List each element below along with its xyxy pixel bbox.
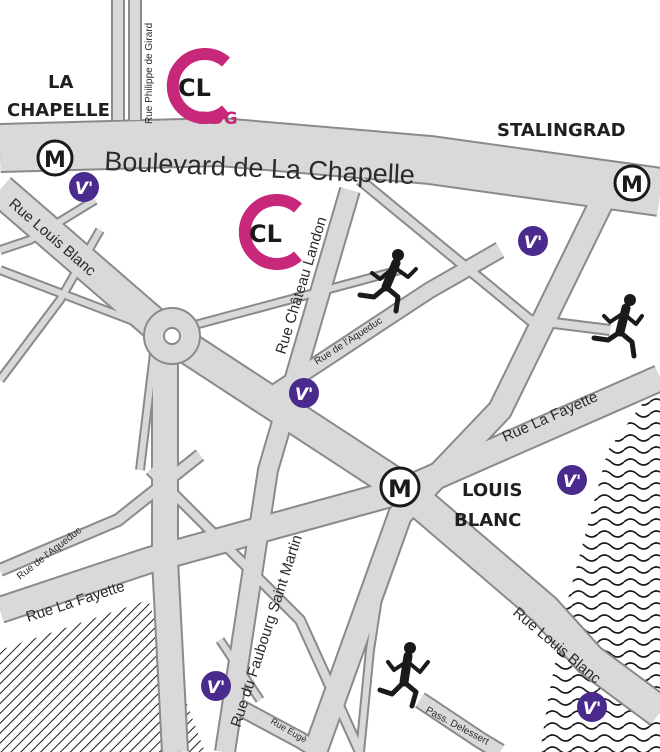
metro-icon-label: M (388, 475, 412, 503)
velib-icon-label: V' (563, 472, 581, 492)
runner-icon[interactable] (357, 249, 418, 314)
district-label-louis-blanc-1: LOUIS (462, 480, 522, 501)
metro-icon-louis-blanc[interactable]: M (379, 466, 421, 508)
district-label-la-chapelle-2: CHAPELLE (7, 100, 110, 121)
velib-icon-label: V' (583, 699, 601, 719)
velib-icon[interactable]: V' (557, 465, 587, 495)
district-label-la-chapelle-1: LA (48, 72, 73, 93)
velib-icon-label: V' (524, 233, 542, 253)
pdg-logo-text: PDG (197, 109, 238, 129)
roundabout (143, 307, 201, 365)
runner-icon[interactable] (591, 294, 644, 359)
cl-pdg-logo[interactable]: CL PDG (166, 48, 238, 129)
runner-icon[interactable] (377, 642, 430, 709)
velib-icon-label: V' (295, 385, 313, 405)
cl-logo-text: CL (178, 74, 211, 102)
cl-logo-text: CL (249, 220, 282, 248)
velib-icon-label: V' (75, 179, 93, 199)
hatched-block (0, 600, 205, 752)
metro-icon-label: M (621, 173, 643, 198)
velib-icon-label: V' (207, 678, 225, 698)
velib-icon[interactable]: V' (577, 692, 607, 722)
velib-icon[interactable]: V' (518, 226, 548, 256)
metro-icon-stalingrad[interactable]: M (613, 164, 651, 202)
street-label-pass-delessert: Pass. Delessert (424, 705, 491, 748)
cl-logo[interactable]: CL (238, 194, 302, 270)
street-label-rue-de-l-aqueduc-top: Rue de l'Aqueduc (313, 315, 385, 367)
velib-icon[interactable]: V' (201, 671, 231, 701)
district-label-louis-blanc-2: BLANC (454, 510, 521, 531)
metro-icon-la-chapelle[interactable]: M (36, 139, 74, 177)
velib-icon[interactable]: V' (69, 172, 99, 202)
street-label-rue-philippe-de-girard: Rue Philippe de Girard (144, 23, 155, 124)
metro-icon-label: M (44, 148, 66, 173)
velib-icon[interactable]: V' (289, 378, 319, 408)
district-label-stalingrad: STALINGRAD (497, 120, 626, 141)
